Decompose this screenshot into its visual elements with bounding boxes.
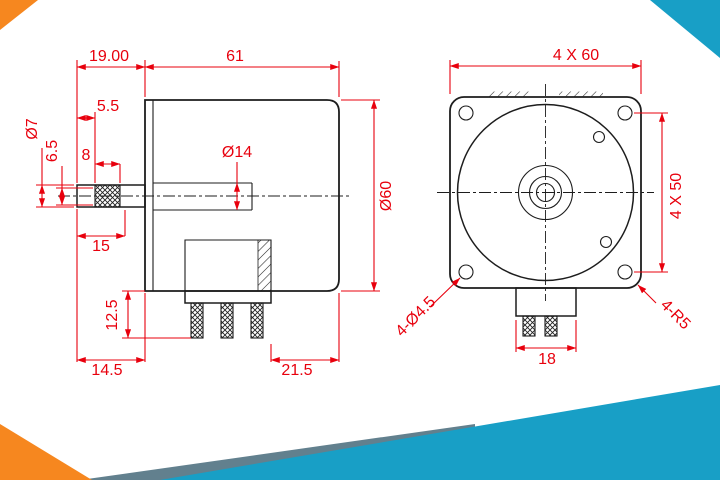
leader-mount-holes <box>430 277 461 307</box>
leader-corner-radius <box>637 284 657 304</box>
extension-lines <box>36 60 380 362</box>
side-view <box>58 99 352 339</box>
face-hole <box>592 130 606 144</box>
terminal-pin <box>522 315 536 337</box>
hub-boss-circle <box>517 164 574 221</box>
side-view-dimensions: 19.00 61 5.5 Ø7 6.5 8 Ø14 Ø60 15 12.5 14… <box>24 48 395 379</box>
dim-shaft-total: 19.00 <box>89 48 129 65</box>
dim-boss-diameter: Ø14 <box>222 144 252 161</box>
dim-terminal-depth: 12.5 <box>104 299 121 330</box>
front-view <box>437 84 654 337</box>
corner-accent-top-left <box>0 0 38 30</box>
body-circle <box>456 103 635 282</box>
terminal-section-hatch <box>257 239 272 292</box>
top-edge-hatch-mark <box>559 91 603 98</box>
dim-shaft-tip: 5.5 <box>97 98 119 115</box>
corner-accent-bottom-left <box>0 424 92 480</box>
dim-flat-height: 6.5 <box>44 140 61 162</box>
corner-accent-bottom-teal <box>160 385 720 480</box>
terminal-pin <box>190 302 204 339</box>
corner-accent-top-right <box>650 0 720 58</box>
dim-rear-offset: 21.5 <box>281 362 312 379</box>
extension-lines <box>449 60 668 352</box>
terminal-pin <box>220 302 234 339</box>
mount-hole <box>458 264 474 280</box>
dim-knurl-length: 8 <box>82 147 91 164</box>
dim-flange-size: 4 X 60 <box>553 47 599 64</box>
dim-terminal-width: 18 <box>538 351 556 368</box>
mount-hole <box>617 264 633 280</box>
dim-front-offset: 14.5 <box>91 362 122 379</box>
dim-shaft-length: 15 <box>92 238 110 255</box>
motor-body <box>144 99 340 292</box>
dim-hole-pitch: 4 X 50 <box>668 173 685 219</box>
top-edge-hatch-mark <box>487 91 531 98</box>
bearing-circle <box>528 175 563 210</box>
dim-shaft-diameter: Ø7 <box>24 118 41 139</box>
terminal-pin <box>544 315 558 337</box>
terminal-pin <box>250 302 264 339</box>
mount-hole <box>617 105 633 121</box>
dim-body-length: 61 <box>226 48 244 65</box>
mount-hole <box>458 105 474 121</box>
dim-body-diameter: Ø60 <box>378 181 395 211</box>
shaft-knurl-section <box>94 184 121 208</box>
shaft-circle <box>535 182 556 203</box>
face-hole <box>599 235 613 249</box>
